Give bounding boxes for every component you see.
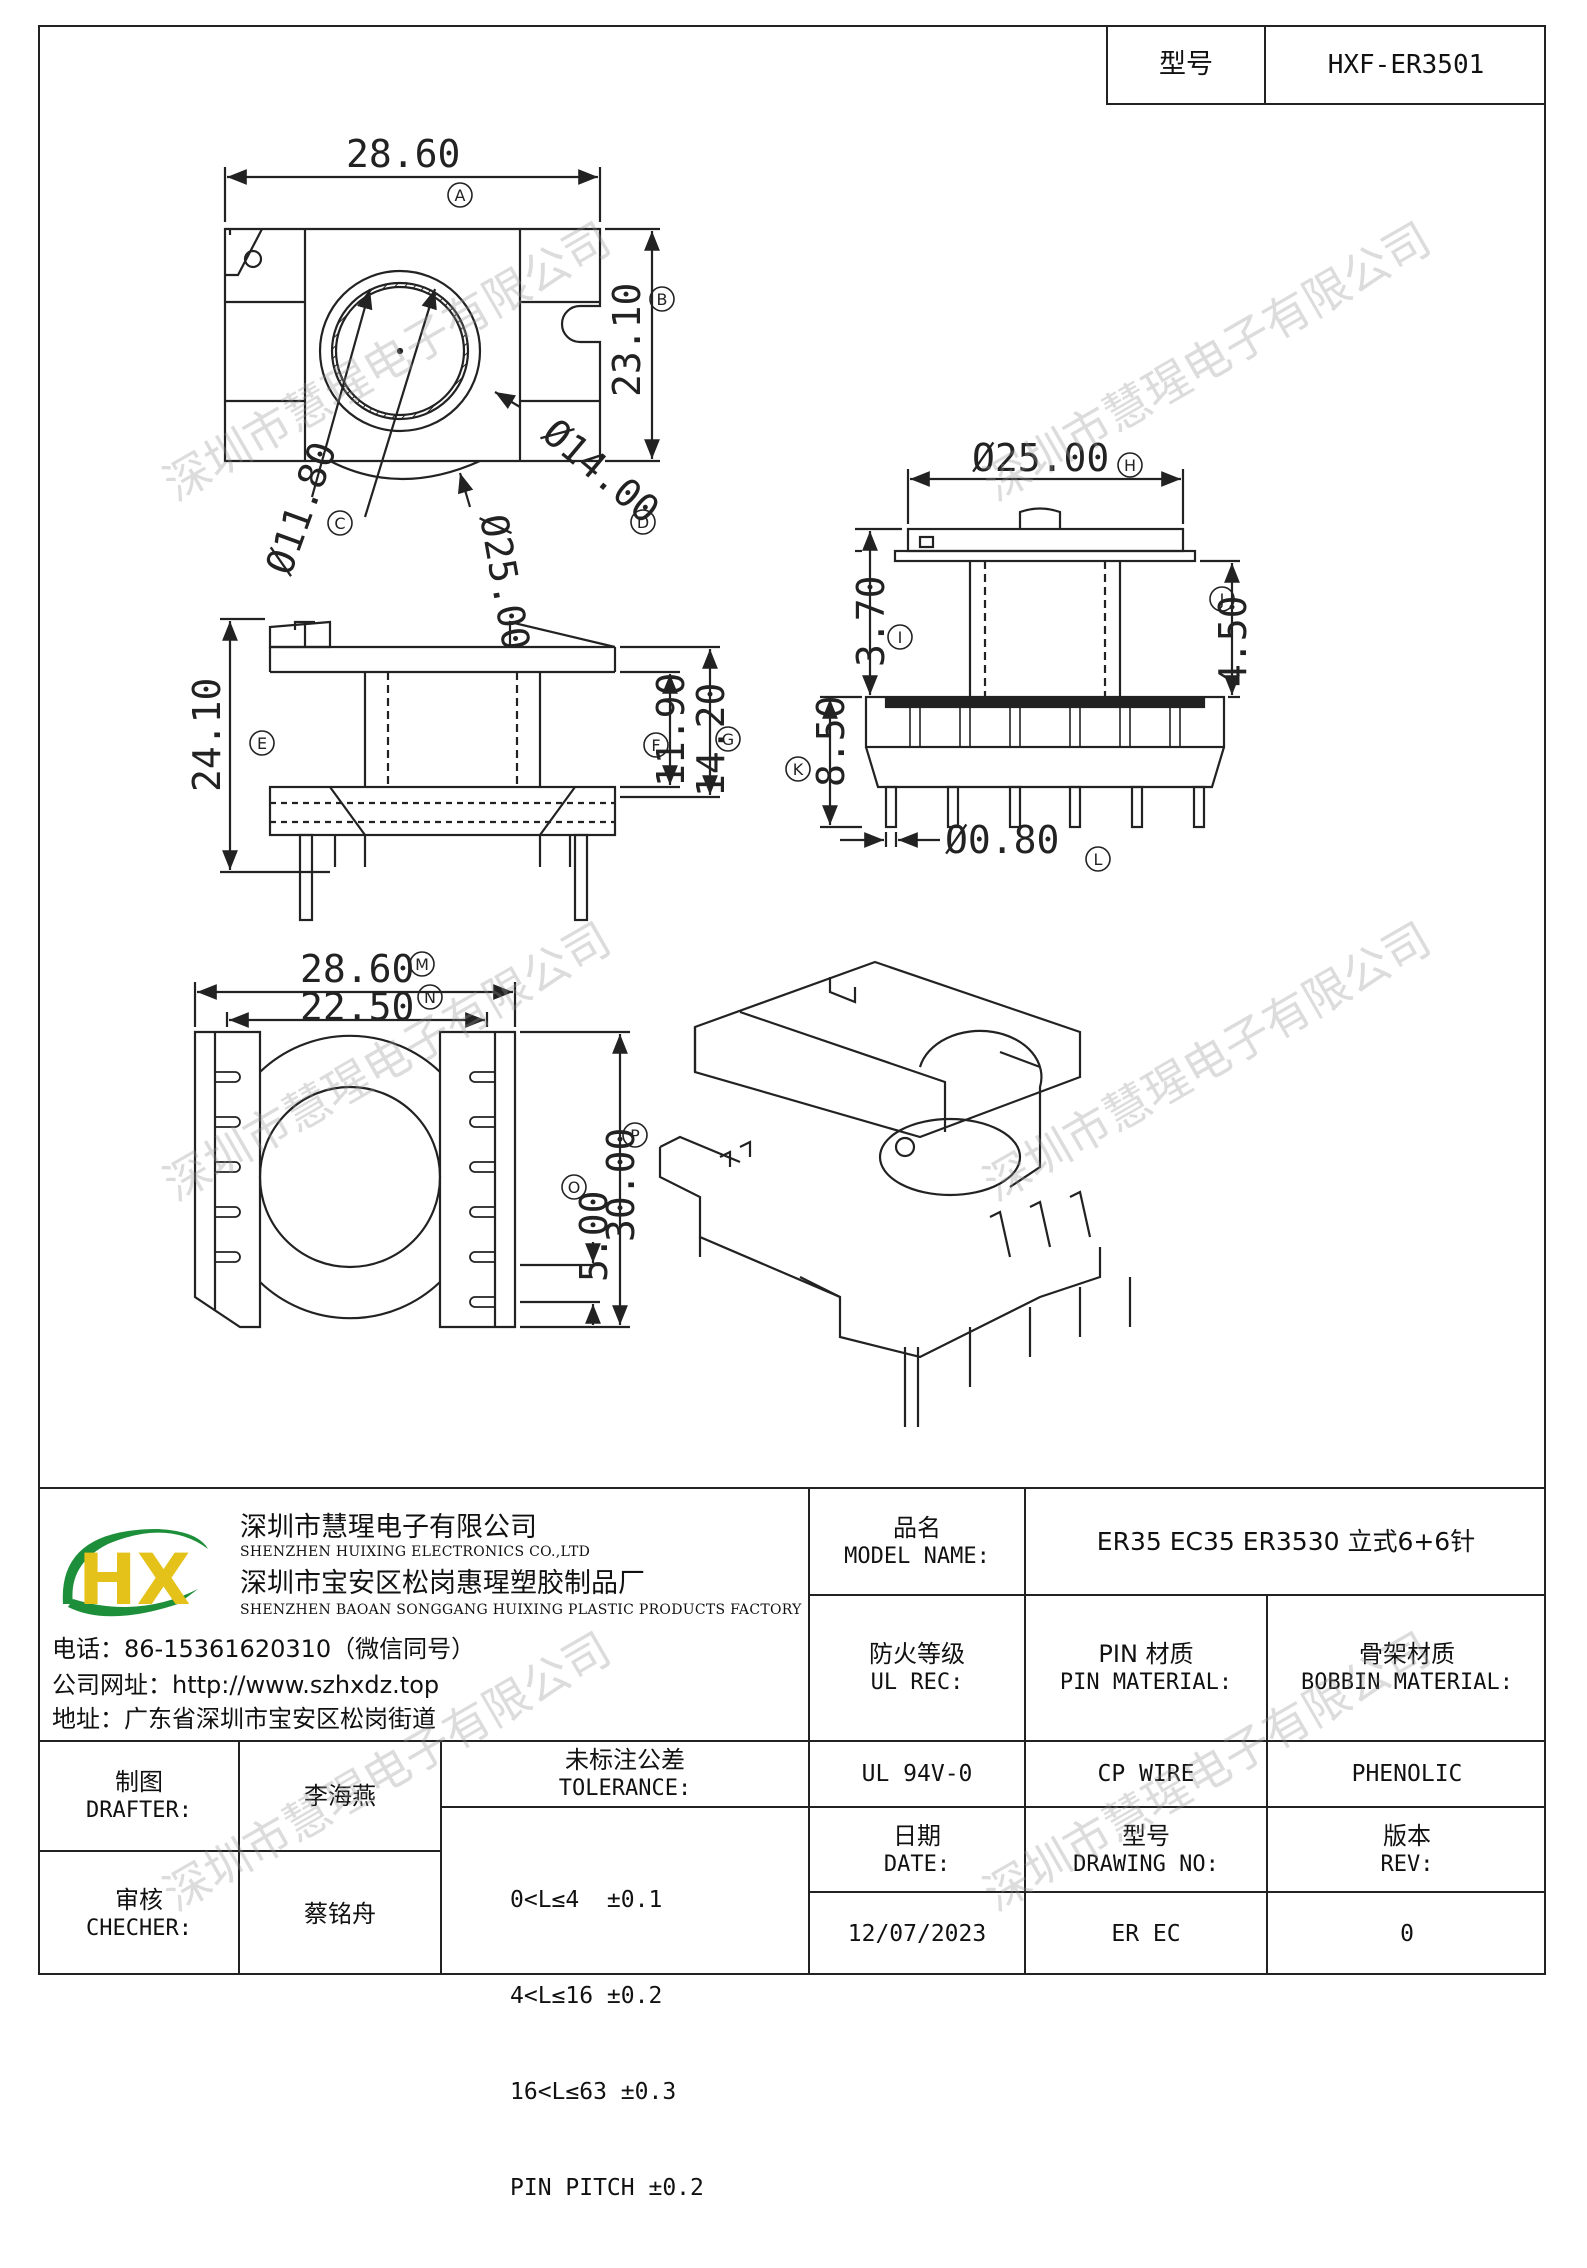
drawing-no-label: 型号 DRAWING NO: bbox=[1073, 1821, 1219, 1877]
logo-text: HX bbox=[78, 1539, 191, 1621]
drafter-value: 李海燕 bbox=[304, 1782, 376, 1810]
factory-name-en: SHENZHEN BAOAN SONGGANG HUIXING PLASTIC … bbox=[240, 1602, 802, 1618]
front-view bbox=[220, 617, 720, 922]
dim-phi25-top: Ø25.00 bbox=[471, 511, 538, 654]
model-label: 型号 bbox=[1159, 49, 1213, 81]
tag-c: C bbox=[334, 514, 345, 533]
tolerance-row: 16<L≤63 ±0.3 bbox=[510, 2079, 677, 2105]
tag-e: E bbox=[257, 734, 267, 753]
isometric-view bbox=[658, 960, 1132, 1427]
address: 地址：广东省深圳市宝安区松岗街道 bbox=[52, 1705, 436, 1733]
phone: 电话：86-15361620310（微信同号） bbox=[52, 1635, 476, 1663]
tag-g: G bbox=[722, 730, 734, 749]
tag-o: O bbox=[568, 1178, 581, 1197]
dim-h: Ø25.00 bbox=[972, 436, 1109, 480]
tolerance-row: 0<L≤4 ±0.1 bbox=[510, 1887, 663, 1913]
tolerance-list: 0<L≤4 ±0.1 4<L≤16 ±0.2 16<L≤63 ±0.3 PIN … bbox=[510, 1820, 800, 2268]
bobbin-material-value: PHENOLIC bbox=[1351, 1760, 1463, 1787]
rev-value: 0 bbox=[1400, 1920, 1414, 1947]
drawing-no-value: ER EC bbox=[1111, 1920, 1181, 1947]
dim-a: 28.60 bbox=[346, 132, 460, 176]
ul-rec-label: 防火等级 UL REC: bbox=[869, 1640, 965, 1696]
model-name-label: 品名 MODEL NAME: bbox=[844, 1513, 990, 1569]
tag-p: P bbox=[630, 1126, 640, 1145]
bottom-view bbox=[193, 982, 630, 1329]
pin-material-value: CP WIRE bbox=[1097, 1760, 1195, 1787]
checker-value: 蔡铭舟 bbox=[304, 1899, 376, 1928]
tag-h: H bbox=[1124, 456, 1136, 475]
date-label: 日期 DATE: bbox=[883, 1821, 951, 1877]
dim-o: 5.00 bbox=[572, 1190, 616, 1282]
dim-k: 8.50 bbox=[809, 695, 853, 787]
tag-n: N bbox=[424, 988, 436, 1007]
dim-n: 22.50 bbox=[300, 985, 414, 1029]
pin-material-label: PIN 材质 PIN MATERIAL: bbox=[1059, 1640, 1233, 1696]
dim-l: Ø0.80 bbox=[945, 818, 1059, 862]
side-view bbox=[820, 469, 1240, 848]
tag-d: D bbox=[637, 513, 649, 532]
tolerance-row: 4<L≤16 ±0.2 bbox=[510, 1983, 663, 2009]
dim-i: 3.70 bbox=[849, 575, 893, 667]
drafter-label: 制图 DRAFTER: bbox=[86, 1768, 192, 1824]
tag-b: B bbox=[657, 290, 668, 309]
model-value: HXF-ER3501 bbox=[1327, 49, 1485, 80]
company-name-cn: 深圳市慧瑆电子有限公司 bbox=[240, 1512, 537, 1543]
rev-label: 版本 REV: bbox=[1380, 1821, 1434, 1877]
drawing-sheet: 型号 HXF-ER3501 bbox=[38, 25, 1546, 2201]
tag-j: J bbox=[1219, 590, 1225, 609]
tag-k: K bbox=[793, 760, 804, 779]
tolerance-label: 未标注公差 TOLERANCE: bbox=[558, 1746, 692, 1802]
tag-m: M bbox=[415, 955, 429, 974]
dim-e: 24.10 bbox=[185, 678, 229, 792]
dim-m: 28.60 bbox=[300, 947, 414, 991]
tag-a: A bbox=[455, 186, 466, 205]
ul-rec-value: UL 94V-0 bbox=[861, 1760, 973, 1787]
dim-c: Ø11.80 bbox=[257, 436, 345, 580]
top-view bbox=[223, 167, 660, 518]
date-value: 12/07/2023 bbox=[847, 1920, 987, 1947]
company-name-en: SHENZHEN HUIXING ELECTRONICS CO.,LTD bbox=[240, 1544, 591, 1560]
tolerance-row: PIN PITCH ±0.2 bbox=[510, 2175, 704, 2201]
dim-j: 4.50 bbox=[1211, 595, 1255, 687]
technical-drawing: 28.60 23.10 Ø11.80 Ø14.00 Ø25.00 24.10 1… bbox=[185, 132, 1255, 1427]
checker-label: 审核 CHECHER: bbox=[86, 1885, 192, 1941]
tag-l: L bbox=[1094, 850, 1103, 869]
model-name-value: ER35 EC35 ER3530 立式6+6针 bbox=[1096, 1526, 1476, 1556]
dim-b: 23.10 bbox=[605, 283, 649, 397]
website: 公司网址：http://www.szhxdz.top bbox=[52, 1671, 440, 1699]
factory-name-cn: 深圳市宝安区松岗惠瑆塑胶制品厂 bbox=[240, 1568, 645, 1599]
bobbin-material-label: 骨架材质 BOBBIN MATERIAL: bbox=[1301, 1640, 1513, 1696]
tag-f: F bbox=[651, 736, 660, 755]
dim-f: 11.90 bbox=[649, 673, 693, 787]
tag-i: I bbox=[898, 628, 903, 647]
dim-g: 14.20 bbox=[689, 683, 733, 797]
company-logo: HX bbox=[62, 1529, 209, 1621]
